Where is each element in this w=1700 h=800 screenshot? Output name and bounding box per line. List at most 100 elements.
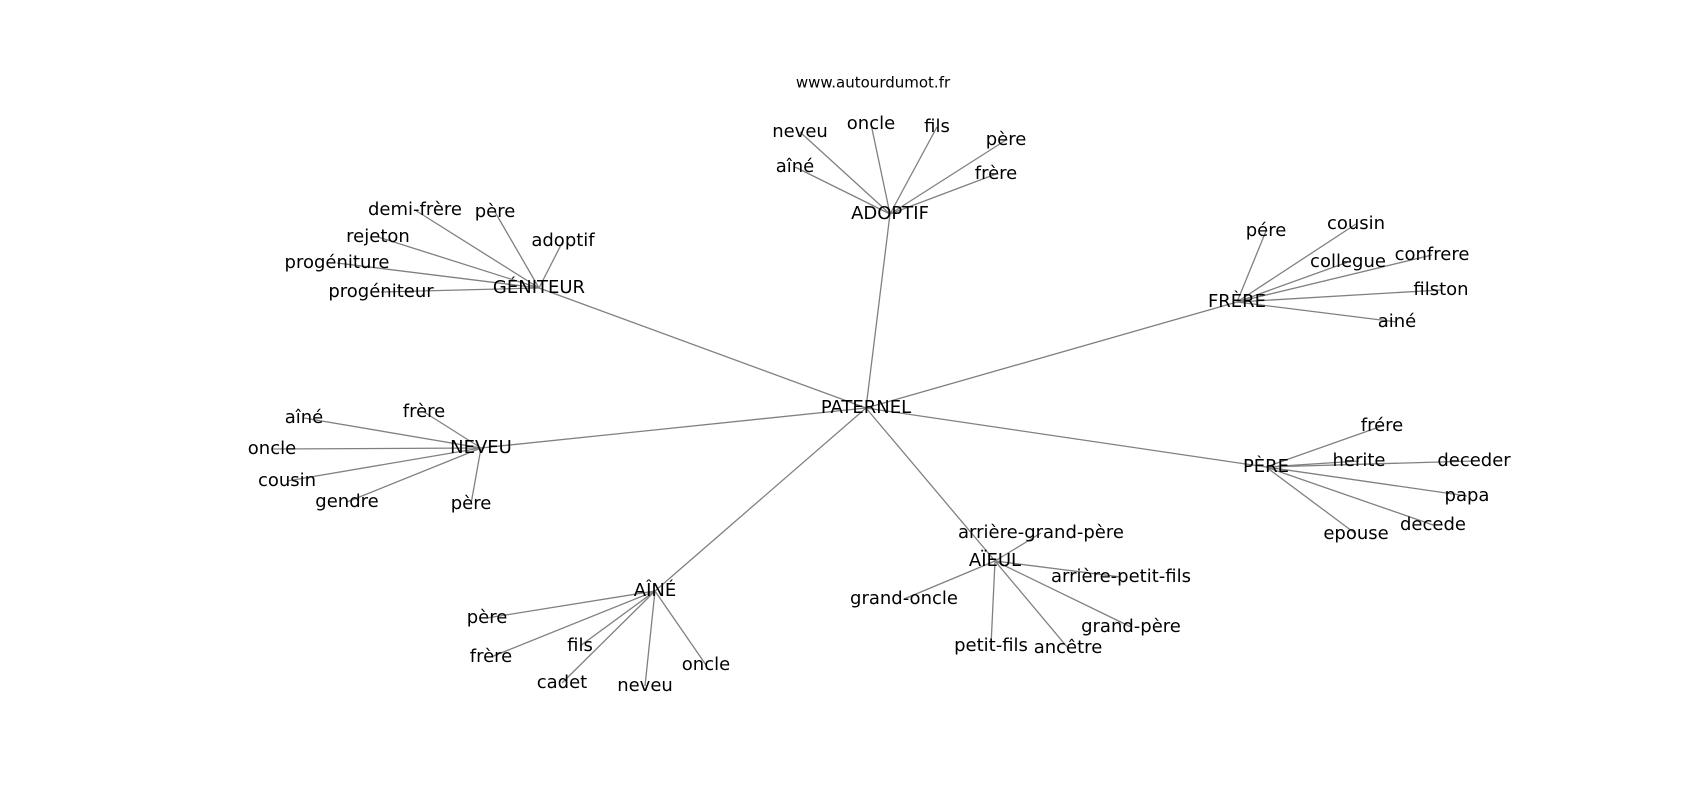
leaf-node-pere-deceder: deceder [1437, 450, 1511, 471]
edge-center-geniteur [538, 287, 867, 409]
leaf-node-frere-confrere: confrere [1395, 244, 1470, 265]
leaf-node-frere-collegue: collegue [1310, 251, 1386, 272]
edge-adoptif-aine [794, 166, 891, 215]
edge-neveu-pere [470, 447, 482, 505]
edge-frere-filston [1236, 289, 1442, 303]
leaf-node-aine-fils: fils [567, 635, 593, 656]
leaf-node-aieul-grand-oncle: grand-oncle [850, 588, 958, 609]
leaf-node-aieul-ancetre: ancêtre [1034, 637, 1103, 658]
leaf-node-aine-pere: père [467, 607, 508, 628]
edge-neveu-gendre [346, 447, 482, 503]
edge-adoptif-frere [889, 173, 997, 215]
edge-pere-epouse [1265, 466, 1357, 535]
edge-adoptif-neveu [799, 131, 891, 215]
edge-geniteur-pere [494, 211, 540, 289]
hub-node-neveu: NEVEU [450, 437, 512, 458]
leaf-node-pere-decede: decede [1400, 514, 1466, 535]
edge-center-aieul [865, 407, 996, 562]
leaf-node-neveu-gendre: gendre [315, 491, 378, 512]
leaf-node-geniteur-adoptif: adoptif [531, 230, 595, 251]
leaf-node-aieul-grand-pere: grand-père [1081, 616, 1181, 637]
edge-geniteur-adoptif [538, 240, 564, 289]
edge-pere-decede [1265, 466, 1434, 526]
leaf-node-adoptif-fils: fils [924, 116, 950, 137]
leaf-node-aieul-arriere-grand-pere: arrière-grand-père [958, 522, 1124, 543]
hub-node-aine: AÎNÉ [634, 579, 676, 601]
edge-adoptif-oncle [870, 123, 891, 215]
edge-frere-aine [1236, 301, 1398, 323]
edge-frere-pere [1236, 230, 1267, 303]
edge-neveu-oncle [271, 447, 482, 450]
leaf-node-pere-herite: herite [1332, 450, 1385, 471]
leaf-node-neveu-aine: aîné [285, 407, 324, 428]
leaf-node-adoptif-pere: père [986, 129, 1027, 150]
edges-layer [271, 123, 1475, 687]
leaf-node-neveu-cousin: cousin [258, 470, 316, 491]
leaf-node-aine-oncle: oncle [682, 654, 730, 675]
center-node-label: PATERNEL [821, 397, 911, 418]
edge-aine-neveu [644, 590, 656, 687]
edge-center-adoptif [865, 213, 891, 409]
leaf-node-aine-frere: frère [470, 646, 513, 667]
edge-geniteur-demi-frere [414, 209, 540, 289]
edge-aieul-grand-oncle [903, 560, 996, 600]
edge-neveu-aine [303, 417, 482, 449]
leaf-node-frere-aine: ainé [1378, 311, 1417, 332]
leaf-node-pere-papa: papa [1445, 485, 1490, 506]
edge-geniteur-progeniteur [380, 287, 540, 293]
leaf-node-geniteur-demi-frere: demi-frère [368, 199, 462, 220]
edge-center-aine [654, 407, 867, 592]
edge-neveu-frere [423, 411, 482, 449]
edge-adoptif-pere [889, 139, 1007, 215]
leaf-node-adoptif-neveu: neveu [772, 121, 828, 142]
edge-frere-confrere [1236, 254, 1433, 303]
edge-aine-cadet [561, 590, 656, 684]
leaf-node-adoptif-aine: aîné [776, 156, 815, 177]
leaf-node-neveu-pere: père [451, 493, 492, 514]
edge-neveu-cousin [286, 447, 482, 482]
labels-layer: www.autourdumot.fr ADOPTIF neveu oncle fils… [248, 74, 1511, 697]
leaf-node-pere-frere: frére [1361, 415, 1404, 436]
edge-aieul-arriere-petit-fils [994, 560, 1122, 578]
leaf-node-geniteur-progeniteur: progéniteur [328, 281, 434, 302]
hub-node-aieul: AÏEUL [969, 550, 1021, 571]
leaf-node-adoptif-oncle: oncle [847, 113, 895, 134]
leaf-node-pere-epouse: epouse [1323, 523, 1388, 544]
edge-geniteur-progeniture [336, 262, 540, 289]
edge-frere-collegue [1236, 261, 1349, 303]
edge-center-frere [865, 301, 1238, 409]
leaf-node-aine-neveu: neveu [617, 675, 673, 696]
leaf-node-aine-cadet: cadet [537, 672, 587, 693]
leaf-node-geniteur-pere: père [475, 201, 516, 222]
leaf-node-aieul-petit-fils: petit-fils [954, 635, 1028, 656]
edge-adoptif-fils [889, 126, 938, 215]
edge-aine-frere [490, 590, 656, 658]
leaf-node-neveu-oncle: oncle [248, 438, 296, 459]
edge-center-pere [865, 407, 1267, 468]
leaf-node-geniteur-progeniture: progéniture [285, 252, 390, 273]
leaf-node-neveu-frere: frère [403, 401, 446, 422]
edge-aieul-ancetre [994, 560, 1069, 649]
hub-node-pere: PÈRE [1243, 455, 1289, 477]
leaf-node-adoptif-frere: frère [975, 163, 1018, 184]
hub-node-frere: FRÈRE [1208, 290, 1266, 312]
hub-node-adoptif: ADOPTIF [851, 203, 929, 224]
edge-aine-fils [579, 590, 656, 647]
leaf-node-frere-cousin: cousin [1327, 213, 1385, 234]
edge-aieul-petit-fils [990, 560, 996, 647]
edge-aine-pere [486, 590, 656, 619]
hub-node-geniteur: GÉNITEUR [493, 276, 585, 298]
edge-geniteur-rejeton [377, 236, 540, 289]
leaf-node-frere-pere: pére [1246, 220, 1287, 241]
edge-frere-cousin [1236, 223, 1357, 303]
edge-center-neveu [480, 407, 867, 449]
edge-pere-frere [1265, 425, 1383, 468]
edge-aine-oncle [654, 590, 707, 666]
leaf-node-frere-filston: filston [1413, 279, 1468, 300]
edge-aieul-grand-pere [994, 560, 1132, 628]
edge-pere-papa [1265, 466, 1468, 497]
source-label: www.autourdumot.fr [796, 74, 951, 92]
leaf-node-geniteur-rejeton: rejeton [346, 226, 410, 247]
edge-pere-deceder [1265, 460, 1475, 468]
